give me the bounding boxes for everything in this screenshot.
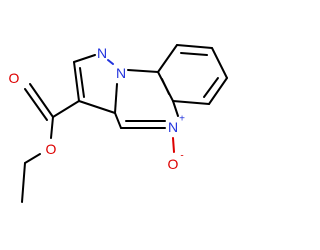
bond-ester-o-ch2 [24, 153, 41, 164]
bond-n2-n1 [107, 59, 114, 65]
bond-c3-c4 [73, 61, 80, 102]
phenyl-ring [127, 44, 228, 105]
pyrazole-ring [73, 54, 118, 114]
bond-ch2-ch3 [21, 162, 26, 203]
bond-ph-5 [172, 100, 210, 105]
bond-carbonyl-ester-o [50, 116, 54, 139]
atom-n2: N [97, 45, 107, 61]
atom-nitro-o: O [168, 156, 179, 172]
bond-ph-inner-2 [203, 77, 219, 98]
bond-c4-c5 [78, 100, 116, 114]
bond-ph-3 [211, 47, 228, 79]
bond-carbonyl-o-2 [24, 88, 48, 121]
atom-carbonyl-o: O [9, 70, 20, 86]
bond-n1-ph [127, 69, 159, 73]
atom-n1: N [116, 65, 126, 81]
c5-nitro-link [114, 100, 179, 129]
atom-labels: N N O O N + O - [9, 45, 186, 172]
bond-ph-inner-3 [161, 78, 170, 95]
nitro-o-charge: - [180, 151, 183, 162]
bond-c3-n2 [73, 54, 96, 63]
bond-c4-carbonyl [52, 100, 80, 118]
bond-nitro-n-o [172, 137, 175, 153]
nitro-n-charge: + [179, 114, 185, 125]
bond-ring-to-nitro [172, 100, 179, 117]
atom-nitro-n: N [168, 119, 178, 135]
bond-ph-1 [157, 44, 178, 73]
bond-carbonyl-o [29, 83, 54, 118]
bond-c5-n1 [114, 83, 118, 114]
bond-ph-2 [176, 44, 213, 49]
bond-ph-4 [208, 77, 228, 105]
bond-ph-inner-1 [180, 52, 208, 56]
atom-ester-o: O [46, 141, 57, 157]
bond-c5-link [114, 112, 122, 129]
ester-group [21, 83, 80, 203]
bond-c3-c4-inner [79, 67, 85, 98]
molecule-structure: N N O O N + O - [9, 44, 228, 203]
